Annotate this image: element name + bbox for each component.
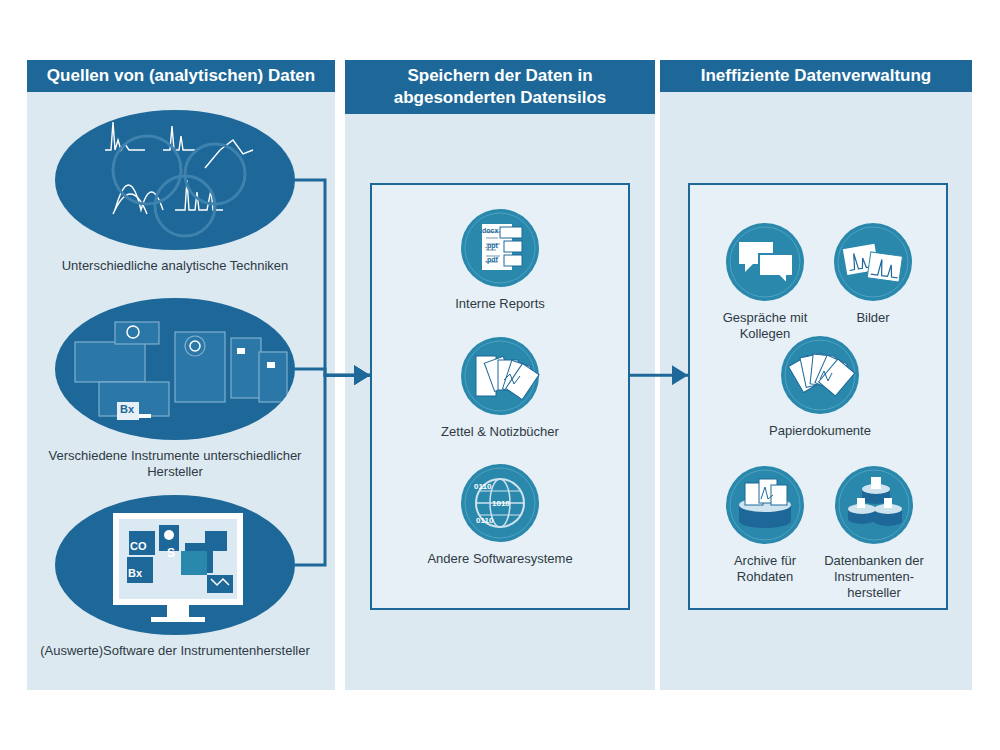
- source-ellipse: Unterschiedliche analytische Techniken: [40, 110, 310, 274]
- node-caption: Zettel & Notizbücher: [400, 336, 600, 440]
- icon-text: 0110: [476, 517, 493, 525]
- source-illustration: [55, 298, 295, 440]
- storage-circle: Zettel & Notizbücher: [400, 336, 600, 440]
- storage-icon: [460, 336, 540, 416]
- source-ellipse: Verschiedene Instrumente unterschiedlich…: [40, 298, 310, 480]
- flow-arrow: [295, 180, 370, 375]
- storage-circle: Datenbanken der Instrumenten- hersteller: [810, 465, 938, 601]
- flow-arrow: [295, 375, 370, 565]
- icon-text: Bx: [128, 568, 142, 579]
- storage-circle: Interne Reports.docx .ppt .pdf: [400, 208, 600, 312]
- storage-icon: [460, 208, 540, 288]
- node-caption: Datenbanken der Instrumenten- hersteller: [810, 465, 938, 601]
- storage-icon: [725, 222, 805, 302]
- source-illustration: [55, 110, 295, 250]
- column-panel: Ineffiziente DatenverwaltungGespräche mi…: [660, 60, 972, 690]
- source-illustration: [55, 495, 295, 635]
- icon-text: .pdf: [485, 256, 498, 263]
- icon-text: 1010: [492, 500, 510, 508]
- storage-circle: Bilder: [815, 222, 931, 326]
- node-caption: Papierdokumente: [750, 335, 890, 439]
- node-caption: Unterschiedliche analytische Techniken: [40, 110, 310, 274]
- storage-icon: [780, 335, 860, 415]
- icon-text: Bx: [120, 404, 134, 415]
- icon-text: CO: [130, 541, 147, 552]
- storage-circle: Gespräche mit Kollegen: [705, 222, 825, 342]
- node-caption: Bilder: [815, 222, 931, 326]
- column-header: Ineffiziente Datenverwaltung: [660, 60, 972, 92]
- node-caption: Interne Reports: [400, 208, 600, 312]
- node-caption: Gespräche mit Kollegen: [705, 222, 825, 342]
- storage-circle: Papierdokumente: [750, 335, 890, 439]
- icon-text: 0110: [474, 483, 491, 491]
- storage-icon: [833, 222, 913, 302]
- source-ellipse: (Auswerte)Software der Instrumentenherst…: [40, 495, 310, 659]
- column-panel: Quellen von (analytischen) DatenUntersch…: [27, 60, 335, 690]
- node-caption: Archive für Rohdaten: [705, 465, 825, 585]
- icon-text: S: [167, 547, 175, 559]
- storage-icon: [725, 465, 805, 545]
- icon-text: .ppt: [485, 242, 498, 249]
- node-caption: (Auswerte)Software der Instrumentenherst…: [40, 495, 310, 659]
- column-header: Speichern der Daten in abgesonderten Dat…: [345, 60, 655, 114]
- node-caption: Verschiedene Instrumente unterschiedlich…: [40, 298, 310, 480]
- column-header: Quellen von (analytischen) Daten: [27, 60, 335, 92]
- flow-arrow: [630, 374, 688, 377]
- column-panel: Speichern der Daten in abgesonderten Dat…: [345, 60, 655, 690]
- storage-circle: Archive für Rohdaten: [705, 465, 825, 585]
- node-caption: Andere Softwaresysteme: [400, 463, 600, 567]
- storage-icon: [834, 465, 914, 545]
- storage-circle: Andere Softwaresysteme0110 1010 0110: [400, 463, 600, 567]
- icon-text: .docx: [480, 227, 498, 234]
